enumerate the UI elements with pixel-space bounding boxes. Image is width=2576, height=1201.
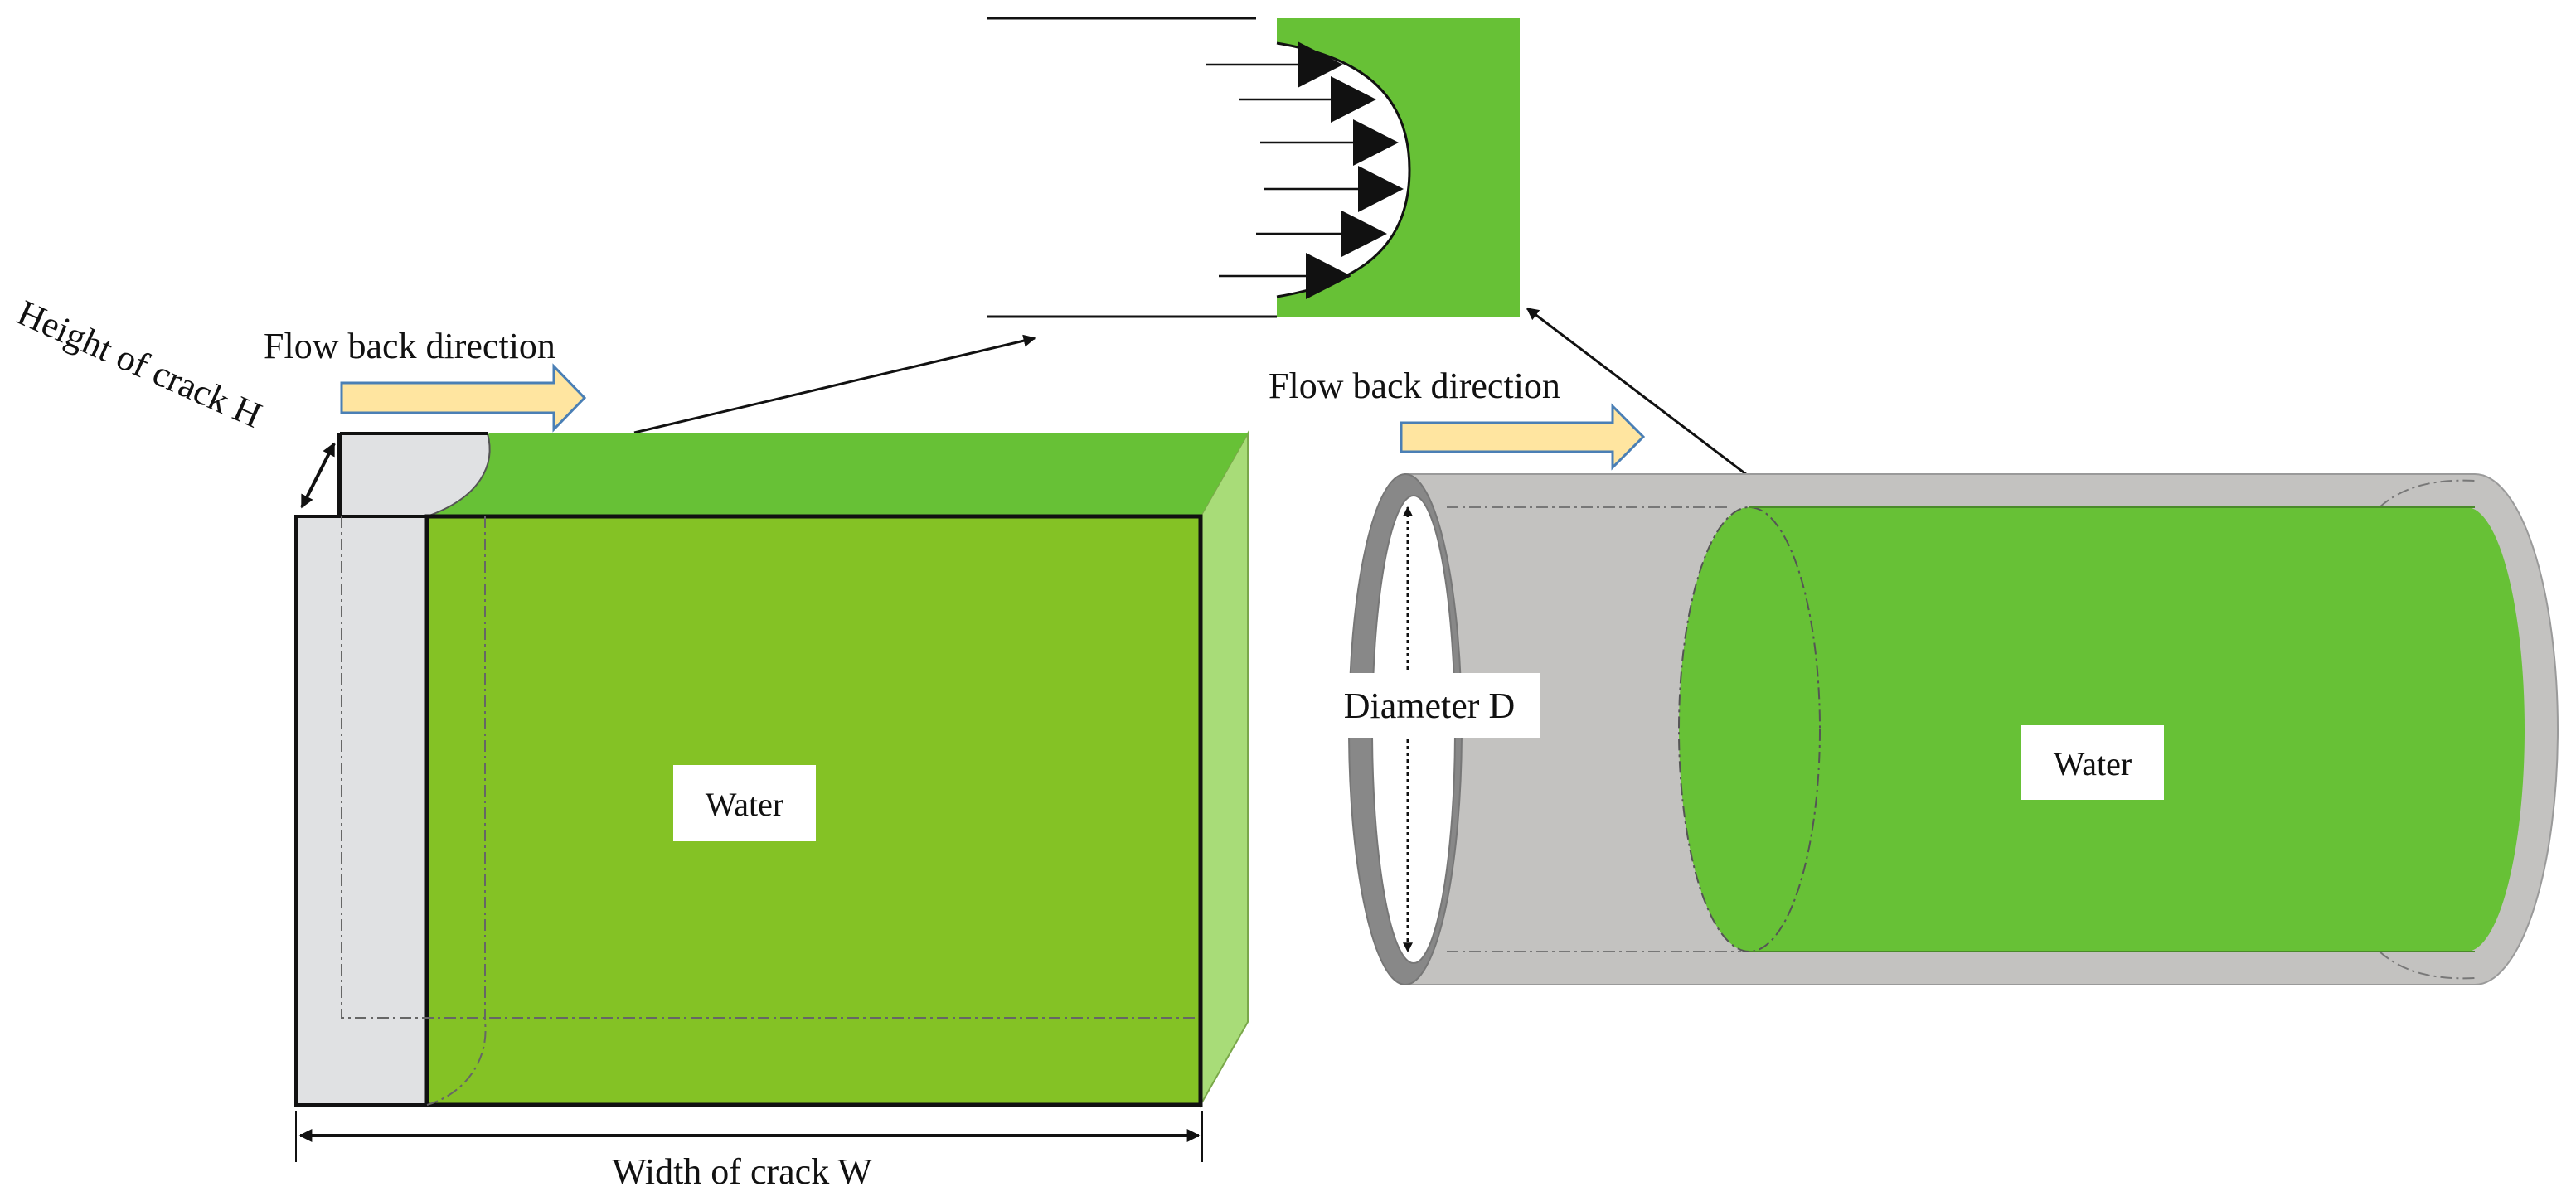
pipe-model: Water Diameter D xyxy=(1320,473,2559,985)
width-label: Width of crack W xyxy=(612,1151,872,1192)
crack-front-wall xyxy=(294,515,429,1107)
pointer-from-crack xyxy=(633,334,1036,434)
flow-label-right: Flow back direction xyxy=(1269,366,1560,406)
crack-hidden-edges xyxy=(341,516,1201,1019)
crack-model: Water xyxy=(294,430,1249,1108)
pipe-water-face xyxy=(1678,506,1821,952)
water-label-box-left xyxy=(673,765,816,841)
flow-arrow-right xyxy=(1400,403,1646,471)
flow-arrow-left xyxy=(340,363,587,433)
water-label-box-right xyxy=(2021,725,2164,800)
height-dimension-arrow xyxy=(300,442,336,509)
diameter-label-box xyxy=(1320,673,1540,738)
height-label: Height of crack H xyxy=(12,292,268,435)
profile-parabola xyxy=(1256,18,1409,317)
flow-label-left: Flow back direction xyxy=(264,326,555,366)
velocity-profile-inset xyxy=(987,17,1520,318)
diameter-label: Diameter D xyxy=(1344,685,1515,726)
crack-top-face xyxy=(427,433,1248,516)
crack-side-face xyxy=(1200,430,1249,1108)
water-label-right: Water xyxy=(2054,745,2132,782)
velocity-arrows xyxy=(1206,41,1404,299)
crack-top-empty xyxy=(340,433,490,516)
water-label-left: Water xyxy=(706,786,784,823)
